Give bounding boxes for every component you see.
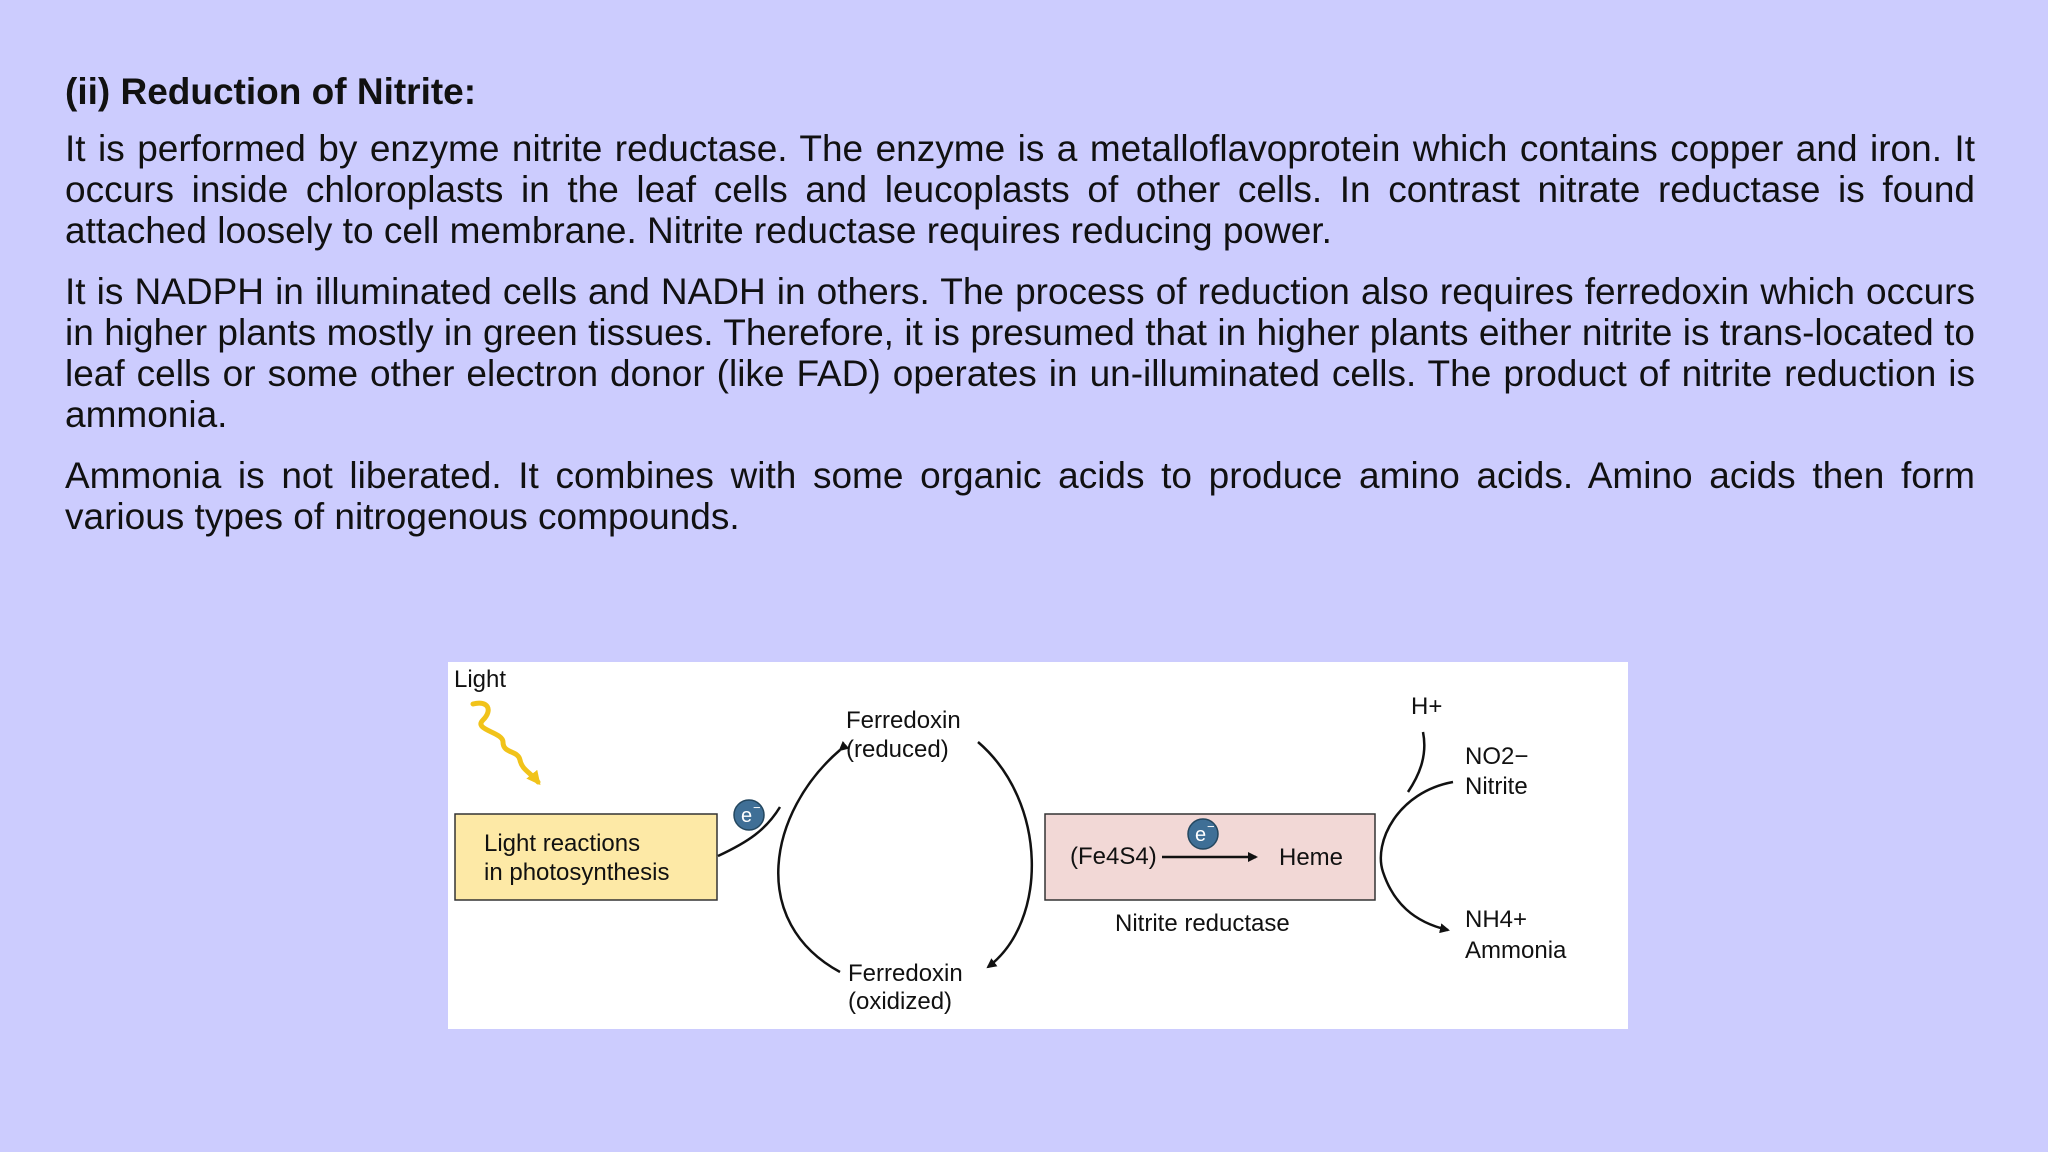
light-box-line-1: Light reactions [484,830,640,857]
ammonia-name: Ammonia [1465,937,1567,964]
nitrite-name: Nitrite [1465,773,1528,800]
light-reactions-box [454,813,718,901]
ferredoxin-oxidized-state: (oxidized) [848,988,952,1015]
heme-label: Heme [1279,844,1343,871]
electron-symbol-2: e [1195,824,1206,846]
fe4s4-label: (Fe4S4) [1070,843,1157,870]
svg-text:−: − [753,800,761,815]
ferredoxin-reduced-label: Ferredoxin [846,707,961,734]
slide-content: (ii) Reduction of Nitrite: It is perform… [65,70,1975,557]
light-label: Light [454,666,506,693]
electron-icon [733,799,765,831]
electron-symbol: e [741,805,752,827]
proton-arrow [1406,731,1426,793]
light-arrow [470,700,541,786]
electron-icon-2 [1187,818,1219,850]
svg-text:−: − [1207,819,1215,834]
ferredoxin-oxidized-label: Ferredoxin [848,960,963,987]
nitrite-formula: NO2− [1465,743,1528,770]
paragraph-2: It is NADPH in illuminated cells and NAD… [65,271,1975,436]
nitrite-reduction-diagram: Light Light reactions in photosynthesis … [448,662,1628,1029]
ferredoxin-left-arc [777,740,850,974]
light-box-line-2: in photosynthesis [484,859,669,886]
enzyme-label: Nitrite reductase [1115,910,1290,937]
ammonium-formula: NH4+ [1465,906,1527,933]
paragraph-1: It is performed by enzyme nitrite reduct… [65,128,1975,252]
ferredoxin-right-arc [977,741,1034,969]
electron-flow-arrow [717,806,782,858]
paragraph-3: Ammonia is not liberated. It combines wi… [65,455,1975,538]
section-heading: (ii) Reduction of Nitrite: [65,71,477,112]
ferredoxin-reduced-state: (reduced) [846,736,949,763]
reaction-arc [1379,780,1454,934]
proton-label: H+ [1411,693,1442,720]
